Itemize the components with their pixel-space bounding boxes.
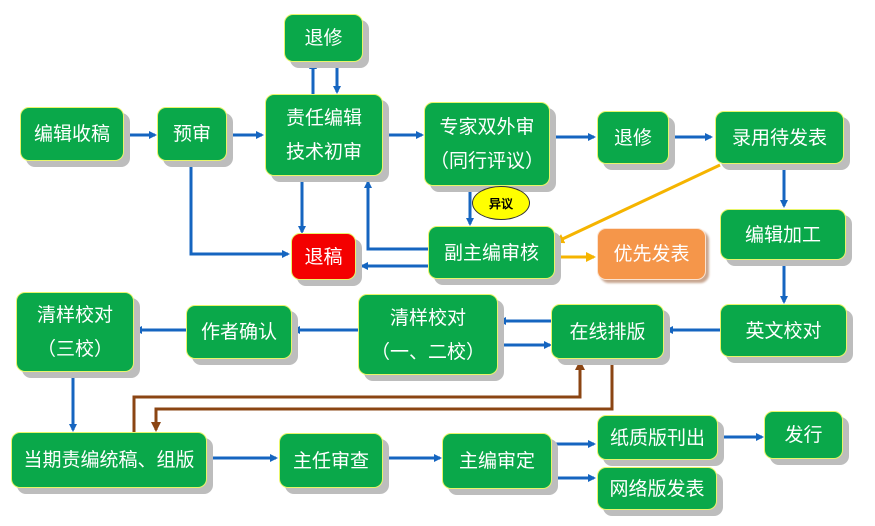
node-label: 副主编审核 <box>443 241 539 264</box>
node-label: 编辑收稿 <box>33 123 110 145</box>
node-label: 清样校对 <box>389 306 466 329</box>
node-label: （一、二校） <box>370 340 485 363</box>
node-revise-top[interactable]: 退修 <box>284 14 363 62</box>
arrow-deputy-editor <box>364 180 428 251</box>
node-label: 技术初审 <box>285 141 362 163</box>
node-label: 当期责编统稿、组版 <box>23 449 195 471</box>
node-label: 作者确认 <box>200 321 277 343</box>
node-editor-review[interactable]: 责任编辑技术初审 <box>265 94 383 176</box>
node-editing[interactable]: 编辑加工 <box>720 209 846 260</box>
node-label: 退稿 <box>304 245 343 268</box>
node-accepted[interactable]: 录用待发表 <box>715 111 844 164</box>
arrow-prereview-reject <box>189 160 290 258</box>
node-label: 退修 <box>613 126 652 149</box>
node-peer-review[interactable]: 专家双外审 （同行评议） <box>424 102 550 186</box>
node-label: 英文校对 <box>745 319 822 342</box>
node-online[interactable]: 网络版发表 <box>597 467 717 510</box>
node-proof3[interactable]: 清样校对 （三校） <box>16 292 134 372</box>
objection-text: 异议 <box>488 196 513 211</box>
node-distribute[interactable]: 发行 <box>764 411 843 459</box>
node-proof12[interactable]: 清样校对 （一、二校） <box>358 294 498 375</box>
node-reject[interactable]: 退稿 <box>291 233 356 280</box>
node-deputy-review[interactable]: 副主编审核 <box>428 226 555 279</box>
node-label: 发行 <box>784 424 823 446</box>
node-label: 网络版发表 <box>609 477 705 500</box>
node-label: 主编审定 <box>458 450 535 472</box>
node-label: （三校） <box>36 338 113 360</box>
node-english-proof[interactable]: 英文校对 <box>720 304 847 357</box>
node-director-review[interactable]: 主任审查 <box>279 433 383 488</box>
node-print[interactable]: 纸质版刊出 <box>597 415 718 460</box>
arrow-compile-typeset <box>132 360 585 432</box>
node-chief-approve[interactable]: 主编审定 <box>442 433 552 489</box>
node-label: 编辑加工 <box>744 223 821 246</box>
node-author-confirm[interactable]: 作者确认 <box>186 305 292 359</box>
node-label: 纸质版刊出 <box>609 426 705 449</box>
arrow-typeset-compile <box>151 358 614 432</box>
node-label: 专家双外审 <box>439 116 535 138</box>
objection-label: 异议 <box>472 186 530 220</box>
node-priority-publish[interactable]: 优先发表 <box>597 228 706 280</box>
node-label: （同行评议） <box>429 150 544 172</box>
node-label: 优先发表 <box>613 243 690 265</box>
node-compile[interactable]: 当期责编统稿、组版 <box>11 432 207 488</box>
node-label: 预审 <box>172 123 211 145</box>
node-label: 清样校对 <box>36 304 113 326</box>
node-label: 主任审查 <box>292 449 369 472</box>
node-revise-mid[interactable]: 退修 <box>597 111 669 164</box>
node-receive[interactable]: 编辑收稿 <box>20 107 124 161</box>
node-label: 退修 <box>304 27 343 49</box>
node-pre-review[interactable]: 预审 <box>157 107 227 161</box>
node-typeset[interactable]: 在线排版 <box>551 304 664 359</box>
node-label: 录用待发表 <box>731 126 827 149</box>
node-label: 在线排版 <box>569 320 646 343</box>
arrow-accepted-deputy <box>554 163 721 244</box>
node-label: 责任编辑 <box>285 107 362 129</box>
